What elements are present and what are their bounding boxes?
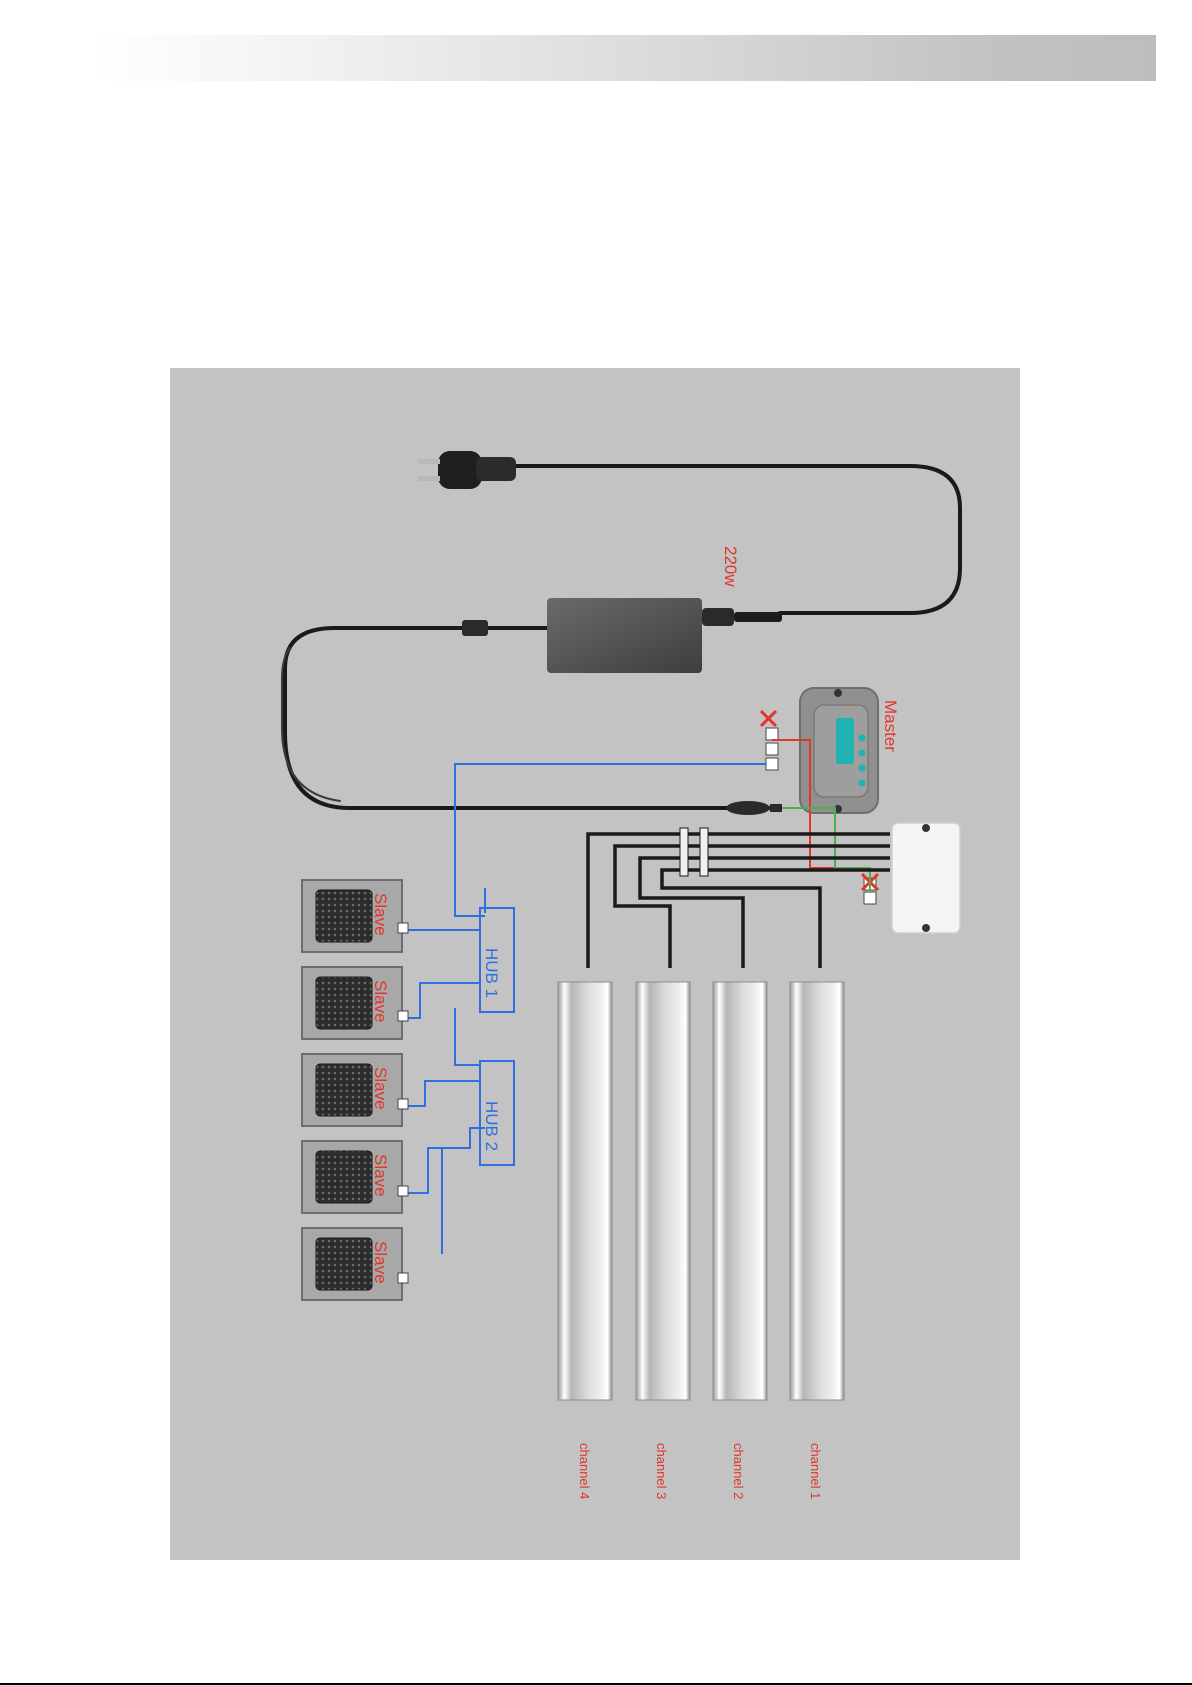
channel-4-label: channel 4 xyxy=(577,1443,592,1499)
power-rating-label: 220w xyxy=(721,546,740,587)
slave-label: Slave xyxy=(371,980,390,1023)
led-tubes xyxy=(558,982,844,1400)
hub-2-label: HUB 2 xyxy=(482,1101,501,1151)
led-tube-channel-3 xyxy=(636,982,690,1400)
slave-unit xyxy=(302,880,408,952)
led-tube-channel-4 xyxy=(558,982,612,1400)
plug-icon xyxy=(418,451,516,489)
slave-unit xyxy=(302,1054,408,1126)
driver-box xyxy=(864,823,960,933)
led-tube-channel-1 xyxy=(790,982,844,1400)
wiring-diagram: 220w Master xyxy=(170,368,1020,1560)
slave-label: Slave xyxy=(371,1154,390,1197)
channel-cables xyxy=(588,834,890,968)
slave-unit xyxy=(302,1141,408,1213)
hub-1-label: HUB 1 xyxy=(482,948,501,998)
master-ports xyxy=(766,728,778,770)
master-controller xyxy=(800,688,878,813)
master-label: Master xyxy=(881,700,900,752)
led-tube-channel-2 xyxy=(713,982,767,1400)
slave-unit xyxy=(302,1228,408,1300)
cable-connector xyxy=(726,801,782,815)
channel-3-label: channel 3 xyxy=(654,1443,669,1499)
slave-label: Slave xyxy=(371,893,390,936)
disabled-port-icon xyxy=(761,711,776,726)
power-supply xyxy=(547,598,782,673)
slave-label: Slave xyxy=(371,1241,390,1284)
channel-1-label: channel 1 xyxy=(808,1443,823,1499)
slave-label: Slave xyxy=(371,1067,390,1110)
slave-unit xyxy=(302,967,408,1039)
ferrite-bead xyxy=(462,620,488,636)
header-bar xyxy=(92,35,1156,81)
green-wire xyxy=(782,808,870,893)
channel-2-label: channel 2 xyxy=(731,1443,746,1499)
